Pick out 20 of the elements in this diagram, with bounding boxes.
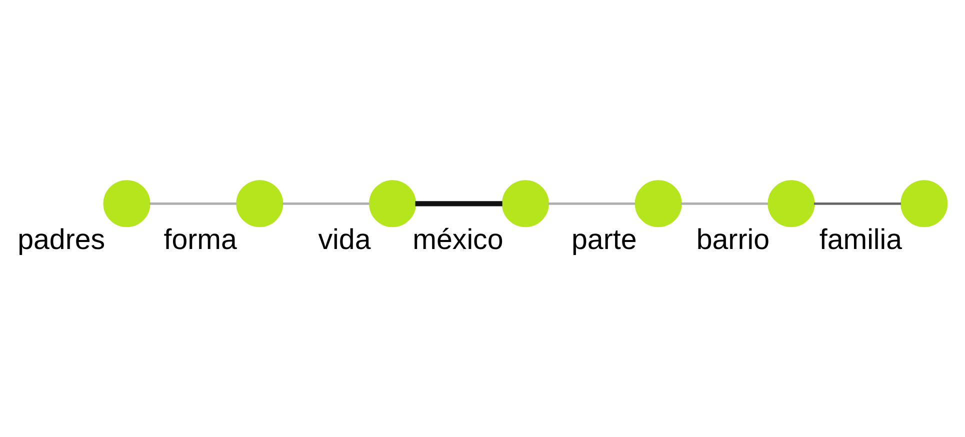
connector <box>548 202 636 204</box>
node-label: méxico <box>412 224 504 256</box>
connector <box>814 202 901 204</box>
node-circle <box>369 180 416 227</box>
node-circle <box>900 180 948 227</box>
connector <box>282 202 370 204</box>
node-label: padres <box>18 224 106 256</box>
node-label: barrio <box>696 224 770 256</box>
node-label: familia <box>819 224 902 256</box>
connector <box>681 202 768 204</box>
node-circle <box>236 180 284 227</box>
node-circle <box>502 180 549 227</box>
connector <box>150 202 237 204</box>
node-circle <box>103 180 150 227</box>
node-label: forma <box>164 224 237 256</box>
node-label: vida <box>318 224 371 256</box>
node-circle <box>768 180 815 227</box>
node-circle <box>634 180 682 227</box>
node-label: parte <box>572 224 637 256</box>
connector <box>415 200 502 206</box>
